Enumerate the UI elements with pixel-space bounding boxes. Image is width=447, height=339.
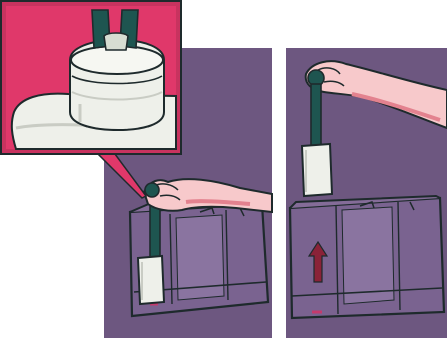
filter-cap — [144, 182, 160, 198]
remove-step-panel — [286, 48, 447, 338]
hand — [304, 60, 447, 130]
water-tank — [128, 194, 270, 318]
install-step-panel — [104, 48, 273, 338]
detail-inset — [0, 0, 182, 155]
water-tank — [288, 194, 446, 320]
water-filter — [69, 9, 165, 132]
water-filter — [136, 195, 166, 306]
up-arrow — [307, 240, 329, 283]
hand — [142, 178, 273, 214]
filter-handle — [310, 83, 322, 147]
water-filter — [300, 83, 334, 198]
